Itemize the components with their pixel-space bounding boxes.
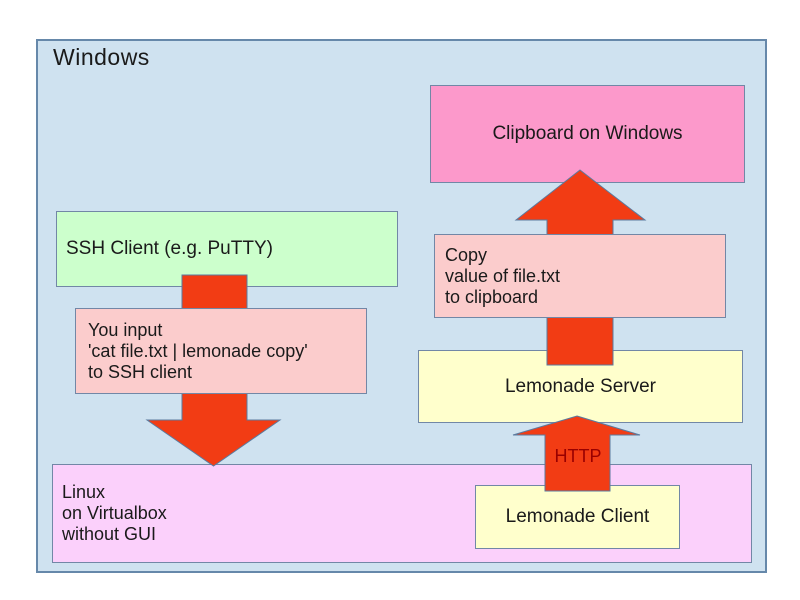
lemonade-server-label: Lemonade Server [504, 375, 657, 397]
you-input-note-box: You input 'cat file.txt | lemonade copy'… [75, 308, 367, 394]
lemonade-client-box: Lemonade Client [475, 485, 680, 549]
lemonade-server-box: Lemonade Server [418, 350, 743, 423]
clipboard-on-windows-label: Clipboard on Windows [492, 123, 683, 144]
linux-box-line: without GUI [62, 524, 157, 544]
ssh-client-box: SSH Client (e.g. PuTTY) [56, 211, 398, 287]
windows-container-label: Windows [53, 44, 150, 70]
http-protocol-label: HTTP [554, 446, 602, 466]
you-input-line: You input [88, 319, 163, 340]
copy-note-line: Copy [445, 244, 488, 265]
linux-box-line: on Virtualbox [62, 503, 167, 523]
copy-note-line: to clipboard [445, 286, 539, 307]
linux-box-line: Linux [62, 482, 106, 502]
clipboard-on-windows-box: Clipboard on Windows [430, 85, 745, 183]
copy-to-clipboard-note-box: Copy value of file.txt to clipboard [434, 234, 726, 318]
lemonade-client-label: Lemonade Client [505, 506, 650, 527]
copy-note-line: value of file.txt [445, 265, 561, 286]
you-input-line: to SSH client [88, 361, 193, 382]
ssh-client-label: SSH Client (e.g. PuTTY) [66, 238, 273, 259]
you-input-line: 'cat file.txt | lemonade copy' [88, 340, 308, 361]
